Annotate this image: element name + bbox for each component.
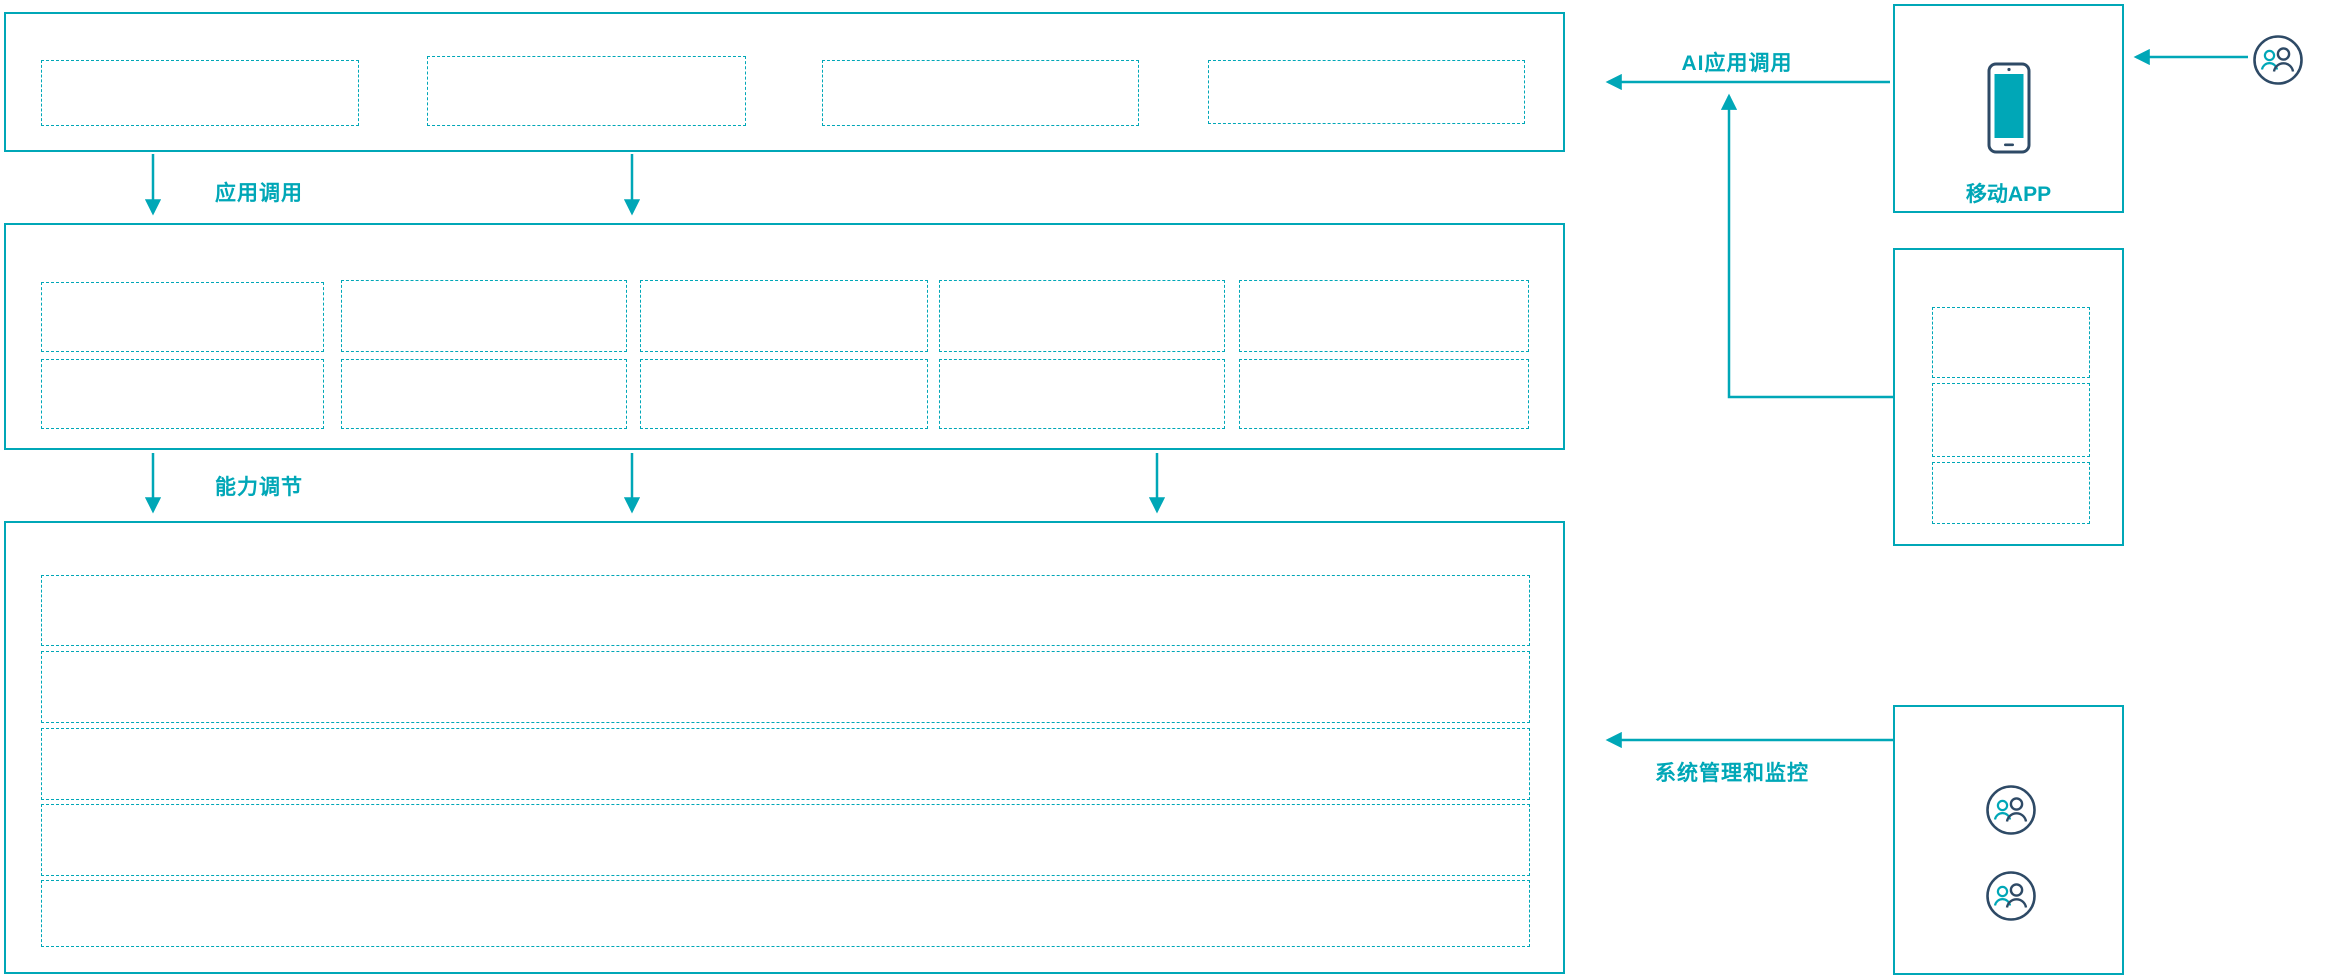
capability-slot-r1c4: [939, 280, 1225, 352]
platform-row-4: [41, 804, 1530, 876]
connector-services-up: [1720, 93, 1893, 399]
platform-layer: [4, 521, 1565, 974]
users-icon: [2252, 34, 2304, 86]
service-slot-1: [1932, 307, 2090, 378]
admin-users-icon-2: [1985, 870, 2037, 922]
label-system-monitor: 系统管理和监控: [1655, 762, 1809, 785]
application-slot-4: [1208, 60, 1525, 124]
label-app-call: 应用调用: [215, 182, 303, 205]
capability-slot-r2c1: [41, 359, 324, 429]
application-slot-1: [41, 60, 359, 126]
service-slot-3: [1932, 462, 2090, 524]
mobile-app-box: 移动APP: [1893, 4, 2124, 213]
application-layer: [4, 12, 1565, 152]
mobile-app-label: 移动APP: [1965, 183, 2052, 206]
label-ai-app-call: AI应用调用: [1681, 52, 1793, 75]
application-slot-3: [822, 60, 1139, 126]
platform-row-2: [41, 651, 1530, 723]
platform-row-1: [41, 575, 1530, 646]
capability-slot-r1c2: [341, 280, 627, 352]
capability-slot-r1c5: [1239, 280, 1529, 352]
capability-slot-r2c2: [341, 359, 627, 429]
capability-layer: [4, 223, 1565, 450]
service-slot-2: [1932, 383, 2090, 457]
capability-slot-r2c5: [1239, 359, 1529, 429]
platform-row-3: [41, 728, 1530, 800]
label-capability-adjust: 能力调节: [215, 476, 303, 499]
capability-slot-r1c1: [41, 282, 324, 352]
admin-users-icon-1: [1985, 784, 2037, 836]
platform-row-5: [41, 880, 1530, 947]
phone-icon: [1987, 60, 2031, 161]
application-slot-2: [427, 56, 746, 126]
services-box: [1893, 248, 2124, 546]
capability-slot-r2c4: [939, 359, 1225, 429]
capability-slot-r2c3: [640, 359, 928, 429]
admin-box: [1893, 705, 2124, 975]
capability-slot-r1c3: [640, 280, 928, 352]
